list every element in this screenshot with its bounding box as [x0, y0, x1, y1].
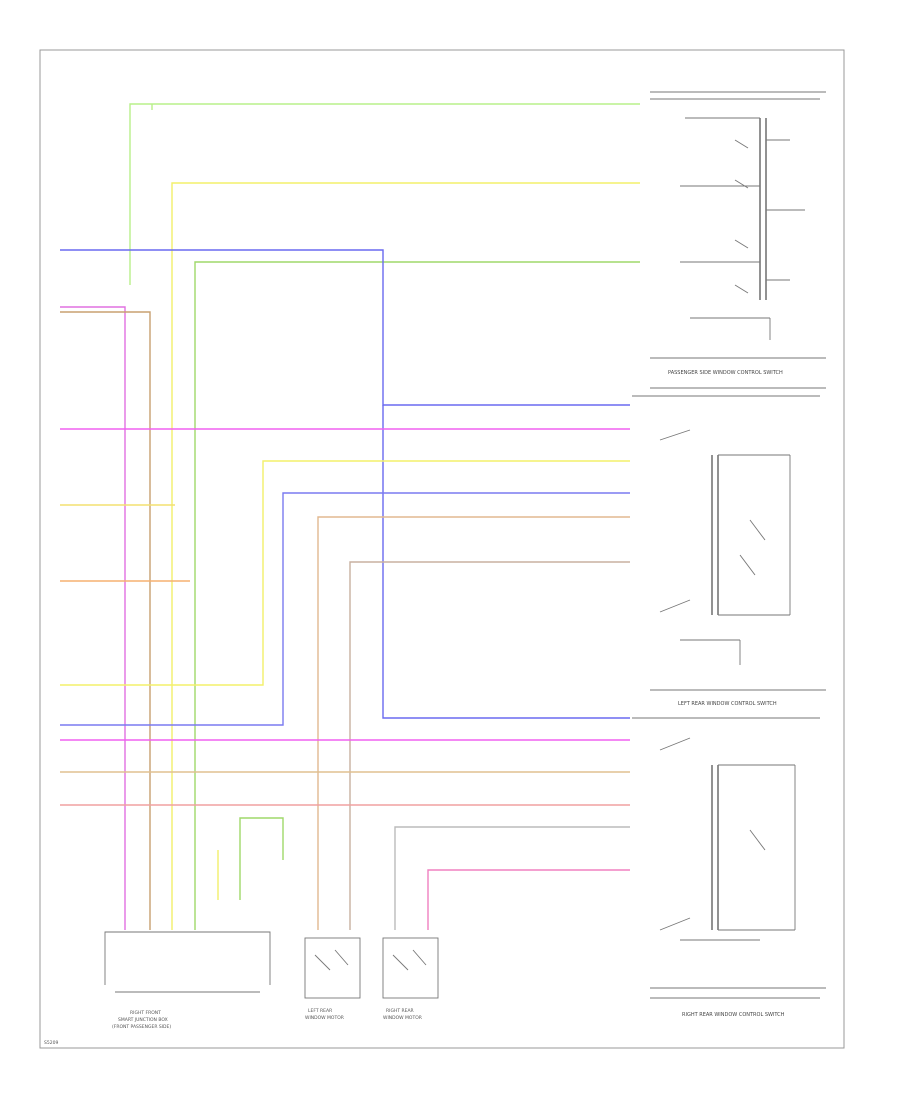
wire-green — [194, 261, 640, 930]
wire-yellow-top — [171, 182, 640, 930]
left-rear-switch-area: LEFT REAR WINDOW CONTROL SWITCH — [632, 429, 826, 719]
wires — [60, 103, 640, 930]
right-rear-switch-area: RIGHT REAR WINDOW CONTROL SWITCH — [650, 737, 826, 1018]
wire-blue-mid — [60, 492, 630, 726]
wire-gray — [394, 826, 630, 930]
right-motor-label-1: RIGHT REAR — [386, 1008, 414, 1014]
wire-brown — [349, 561, 630, 930]
module-label-1: RIGHT FRONT — [130, 1010, 161, 1016]
wire-pink-main — [60, 306, 126, 930]
wire-light-green — [129, 103, 640, 285]
wire-tan — [317, 516, 630, 930]
module-label-3: (FRONT PASSENGER SIDE) — [112, 1024, 171, 1030]
wire-pink-motor — [427, 869, 630, 930]
right-motor-label-2: WINDOW MOTOR — [383, 1015, 422, 1021]
wire-blue-top — [60, 249, 630, 406]
left-motor-label-1: LEFT REAR — [308, 1008, 332, 1014]
module-label-2: SMART JUNCTION BOX — [118, 1017, 168, 1023]
passenger-switch-area: PASSENGER SIDE WINDOW CONTROL SWITCH — [632, 91, 826, 397]
left-motor-label-2: WINDOW MOTOR — [305, 1015, 344, 1021]
wire-yellow-mid — [60, 460, 630, 686]
left-rear-switch-title: LEFT REAR WINDOW CONTROL SWITCH — [678, 701, 777, 707]
right-rear-switch-title: RIGHT REAR WINDOW CONTROL SWITCH — [682, 1012, 785, 1018]
passenger-switch-title: PASSENGER SIDE WINDOW CONTROL SWITCH — [668, 370, 783, 376]
diagram-frame — [39, 49, 845, 1049]
bottom-modules: RIGHT FRONT SMART JUNCTION BOX (FRONT PA… — [104, 931, 439, 1030]
page-code: S5209 — [44, 1040, 58, 1046]
